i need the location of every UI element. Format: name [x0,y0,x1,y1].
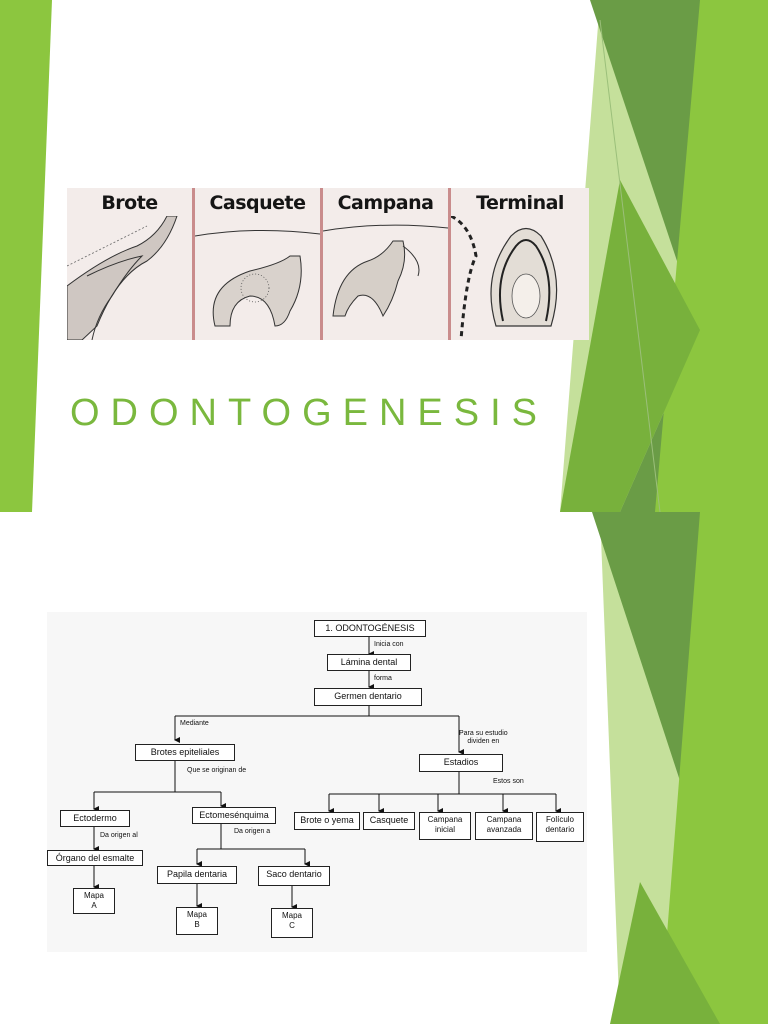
bell-drawing [323,224,448,318]
label-forma: forma [374,675,392,682]
node-stage-brote: Brote o yema [294,812,360,830]
node-mapa-a: Mapa A [73,888,115,914]
node-root: 1. ODONTOGÉNESIS [314,620,426,637]
stage-title: Campana [337,192,434,214]
node-stage-casquete: Casquete [363,812,415,830]
right-mid-shape [610,882,720,1024]
slide-2: 1. ODONTOGÉNESIS Inicia con Lámina denta… [0,512,768,1024]
label-para: Para su estudio dividen en [459,730,508,745]
right-mid-shape [560,180,700,512]
node-estadios: Estadios [419,754,503,772]
label-inicia: Inicia con [374,641,404,648]
node-germen: Germen dentario [314,688,422,706]
label-estos: Estos son [493,778,524,785]
node-stage-foliculo: Folículo dentario [536,812,584,842]
slide-title: ODONTOGENESIS [70,392,549,434]
decorative-background [592,512,768,1024]
left-green-stripe [0,0,52,512]
right-green-shape [660,512,768,1024]
node-stage-campana-avanzada: Campana avanzada [475,812,533,840]
right-green-shape [655,0,768,512]
node-brotes: Brotes epiteliales [135,744,235,761]
label-mediante: Mediante [180,720,209,727]
label-daorigen-al: Da origen al [100,832,138,839]
stage-panel-casquete: Casquete [195,188,323,340]
stage-panel-brote: Brote [67,188,195,340]
concept-map: 1. ODONTOGÉNESIS Inicia con Lámina denta… [47,612,587,952]
node-organo: Órgano del esmalte [47,850,143,866]
stage-image-strip: Brote Casquete Campana Termin [67,188,589,340]
node-ectodermo: Ectodermo [60,810,130,827]
stage-panel-terminal: Terminal [451,188,589,340]
stage-panel-campana: Campana [323,188,451,340]
node-lamina: Lámina dental [327,654,411,671]
stage-title: Terminal [476,192,564,214]
node-papila: Papila dentaria [157,866,237,884]
cap-drawing [195,229,320,327]
node-stage-campana-inicial: Campana inicial [419,812,471,840]
label-originan: Que se originan de [187,767,247,774]
stage-title: Brote [101,192,158,214]
node-saco: Saco dentario [258,866,330,886]
node-ectomesenquima: Ectomesénquima [192,807,276,824]
concept-map-connectors [93,637,561,910]
decorative-background [0,0,768,512]
slide-1: Brote Casquete Campana Termin [0,0,768,512]
thin-line [599,19,661,512]
bud-drawing [67,216,178,340]
node-mapa-c: Mapa C [271,908,313,938]
node-mapa-b: Mapa B [176,907,218,935]
stage-title: Casquete [209,192,306,214]
label-daorigen-a: Da origen a [234,828,271,835]
terminal-drawing [451,216,558,340]
